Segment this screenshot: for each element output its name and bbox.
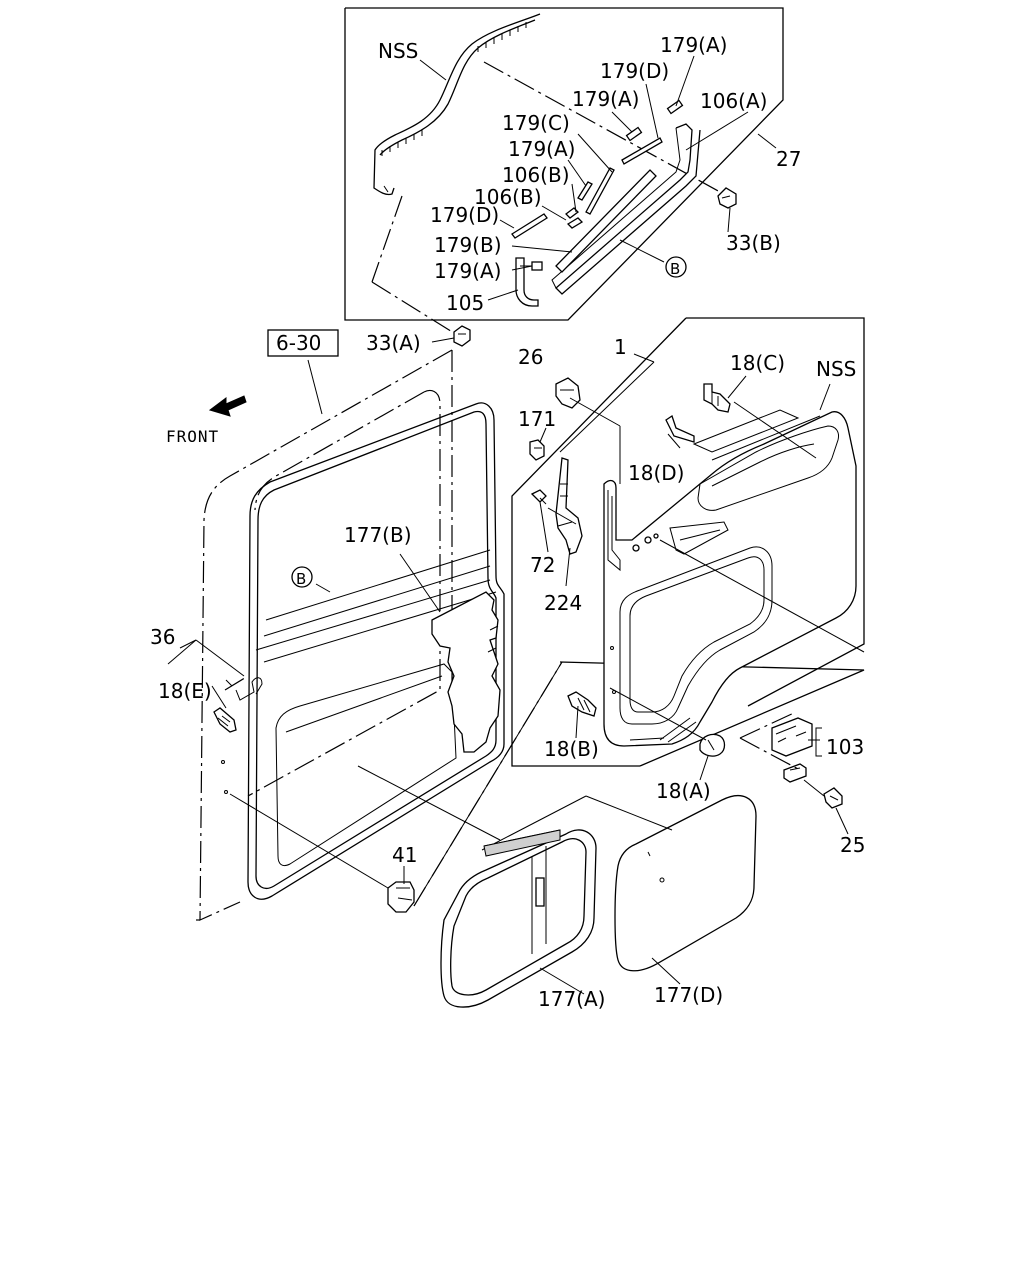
part-177a-window (440, 829, 597, 1008)
part-177d-panel (614, 795, 757, 972)
part-177b-weatherstrip (247, 402, 505, 900)
circle-b-top-ring (665, 256, 687, 278)
leader-window-panel (357, 765, 501, 841)
part-18e-clip (213, 707, 237, 733)
labels: NSS 179(A) 179(D) 179(A) 106(A) 179(C) 2… (150, 33, 865, 1011)
label-177b: 177(B) (344, 523, 412, 547)
label-26: 26 (518, 345, 543, 369)
label-177d: 177(D) (654, 983, 723, 1007)
label-36: 36 (150, 625, 175, 649)
label-27: 27 (776, 147, 801, 171)
label-25: 25 (840, 833, 865, 857)
label-179a-1: 179(A) (660, 33, 727, 57)
part-179b-strip (555, 169, 657, 273)
label-106b-1: 106(B) (502, 163, 570, 187)
label-33a: 33(A) (366, 331, 421, 355)
part-25-screw (823, 787, 843, 809)
leader-panel-top (481, 795, 587, 851)
label-105: 105 (446, 291, 484, 315)
top-leaders (419, 55, 777, 343)
part-33a-clip (453, 325, 471, 347)
label-ref-6-30: 6-30 (276, 331, 321, 355)
door-frame-outline-top (373, 13, 541, 196)
label-103: 103 (826, 735, 864, 759)
ref-box-frame (267, 329, 339, 357)
label-circle-b-left: B (296, 570, 306, 588)
part-106a-moulding (551, 123, 701, 295)
label-18d: 18(D) (628, 461, 684, 485)
part-179-strips (511, 99, 684, 271)
part-18d-clip (665, 414, 695, 443)
label-front: FRONT (166, 427, 219, 446)
circle-b-left-ring (291, 566, 313, 588)
label-41: 41 (392, 843, 417, 867)
part-26-clip (555, 377, 581, 409)
label-nss-right: NSS (816, 357, 856, 381)
inset-panel (344, 7, 784, 321)
label-171: 171 (518, 407, 556, 431)
part-72-screw (530, 489, 547, 505)
label-177a: 177(A) (538, 987, 605, 1011)
door-window-outline (247, 389, 441, 797)
part-103-block (771, 717, 813, 783)
leader-dash-33a-1 (371, 195, 403, 283)
label-179c: 179(C) (502, 111, 570, 135)
leader-dash-33a-2 (371, 281, 463, 339)
label-179a-4: 179(A) (434, 259, 501, 283)
label-18b: 18(B) (544, 737, 599, 761)
label-106a: 106(A) (700, 89, 767, 113)
label-179a-3: 179(A) (508, 137, 575, 161)
label-18c: 18(C) (730, 351, 785, 375)
label-179b: 179(B) (434, 233, 502, 257)
leader-dash-33b (483, 61, 721, 193)
label-224: 224 (544, 591, 582, 615)
label-179d-2: 179(D) (430, 203, 499, 227)
label-106b-2: 106(B) (474, 185, 542, 209)
part-224-handle (547, 457, 583, 555)
front-arrow-icon (208, 395, 247, 417)
part-41-clip (387, 881, 415, 913)
label-circle-b-top: B (670, 260, 680, 278)
part-33b-clip (717, 187, 737, 209)
label-18e: 18(E) (158, 679, 212, 703)
label-33b: 33(B) (726, 231, 781, 255)
part-18c-clip (703, 383, 731, 413)
label-1: 1 (614, 335, 627, 359)
label-18a: 18(A) (656, 779, 711, 803)
label-nss-top: NSS (378, 39, 418, 63)
leader-41-hole (229, 793, 389, 889)
part-18a-clip (699, 733, 726, 757)
label-179a-2: 179(A) (572, 87, 639, 111)
leader-panel-right (585, 795, 673, 831)
label-72: 72 (530, 553, 555, 577)
part-18b-clip (567, 691, 597, 717)
part-171-clip (529, 439, 545, 461)
label-179d-1: 179(D) (600, 59, 669, 83)
left-holes (221, 677, 263, 794)
panel-103-frame (739, 711, 801, 771)
main-leaders (167, 353, 865, 995)
